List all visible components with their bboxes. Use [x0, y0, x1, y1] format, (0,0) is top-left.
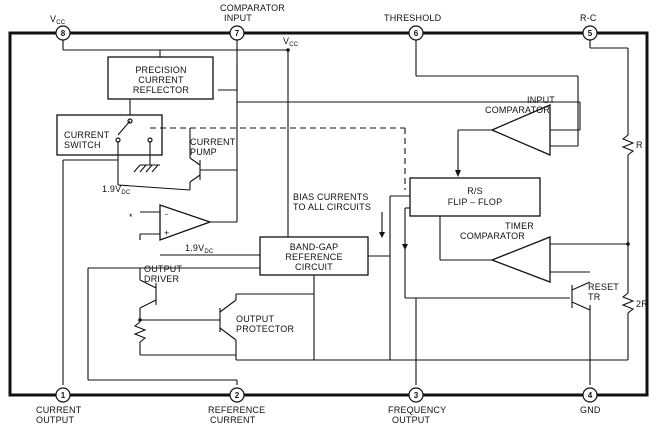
pin-4: 4 — [582, 387, 598, 403]
pin7-label: COMPARATOR — [220, 3, 285, 13]
pin-2: 2 — [229, 387, 245, 403]
opamp-plus: + — [164, 228, 169, 238]
pin1-label-2: OUTPUT — [36, 415, 74, 425]
svg-text:7: 7 — [235, 29, 240, 38]
timer-comparator-label-2: COMPARATOR — [460, 231, 525, 241]
pin-8: 8 — [55, 25, 71, 41]
pin-5: 5 — [582, 25, 598, 41]
ic-outline — [8, 31, 649, 397]
svg-text:6: 6 — [414, 29, 419, 38]
pin6-label: THRESHOLD — [384, 13, 442, 23]
reflector-line3: REFLECTOR — [133, 85, 189, 95]
pin2-label-2: CURRENT — [210, 415, 256, 425]
reflector-line1: PRECISION — [135, 65, 186, 75]
pin1-label: CURRENT — [36, 405, 82, 415]
v19-label-b: 1.9VDC — [185, 243, 214, 255]
vcc-inner-label: VCC — [283, 36, 299, 48]
svg-text:1: 1 — [61, 391, 66, 400]
pin-7: 7 — [229, 25, 245, 41]
bias-label-2: TO ALL CIRCUITS — [293, 202, 371, 212]
opamp-star: * — [129, 212, 133, 222]
bandgap-line1: BAND-GAP — [290, 242, 339, 252]
input-comparator — [490, 104, 551, 156]
current-switch-block — [56, 114, 163, 156]
output-protector-label: OUTPUT — [236, 314, 275, 324]
pin3-label-2: OUTPUT — [392, 415, 431, 425]
current-pump-label-2: PUMP — [190, 147, 217, 157]
buffer-opamp — [159, 204, 212, 241]
output-driver-label: OUTPUT — [144, 264, 182, 274]
pin3-label: FREQUENCY — [388, 405, 446, 415]
output-driver-label-2: DRIVER — [144, 274, 180, 284]
output-protector-label-2: PROTECTOR — [236, 324, 294, 334]
pin-6: 6 — [408, 25, 424, 41]
pin-3: 3 — [408, 387, 424, 403]
pin8-label: VCC — [50, 14, 66, 26]
pin4-label: GND — [580, 405, 601, 415]
reset-label-2: TR — [588, 292, 601, 302]
reflector-line2: CURRENT — [138, 75, 184, 85]
opamp-minus: - — [165, 209, 168, 219]
timer-comparator — [490, 236, 551, 283]
current-pump-label: CURRENT — [190, 137, 236, 147]
pin-1: 1 — [55, 387, 71, 403]
bandgap-line3: CIRCUIT — [295, 262, 333, 272]
svg-text:3: 3 — [414, 391, 419, 400]
switch-line1: CURRENT — [64, 130, 110, 140]
timer-comparator-label: TIMER — [505, 221, 534, 231]
flipflop-line2: FLIP – FLOP — [448, 197, 503, 207]
bias-label: BIAS CURRENTS — [293, 192, 369, 202]
reset-label: RESET — [588, 282, 619, 292]
resistor-r-label: R — [636, 140, 643, 150]
bandgap-reference-block — [259, 236, 369, 276]
v19-label-a: 1.9VDC — [102, 184, 131, 196]
input-comparator-label-2: COMPARATOR — [485, 105, 550, 115]
resistor-2r-label: 2R — [636, 299, 648, 309]
svg-text:8: 8 — [61, 29, 66, 38]
svg-text:2: 2 — [235, 391, 240, 400]
switch-line2: SWITCH — [64, 140, 101, 150]
rs-flipflop-block — [409, 177, 541, 217]
precision-current-reflector-block — [107, 56, 214, 100]
pin2-label: REFERENCE — [208, 405, 265, 415]
flipflop-line1: R/S — [467, 186, 483, 196]
svg-text:5: 5 — [588, 29, 593, 38]
input-comparator-label: INPUT — [527, 95, 555, 105]
svg-text:4: 4 — [588, 391, 593, 400]
pin5-label: R-C — [580, 13, 597, 23]
pin7-label-2: INPUT — [224, 13, 252, 23]
bandgap-line2: REFERENCE — [285, 252, 342, 262]
